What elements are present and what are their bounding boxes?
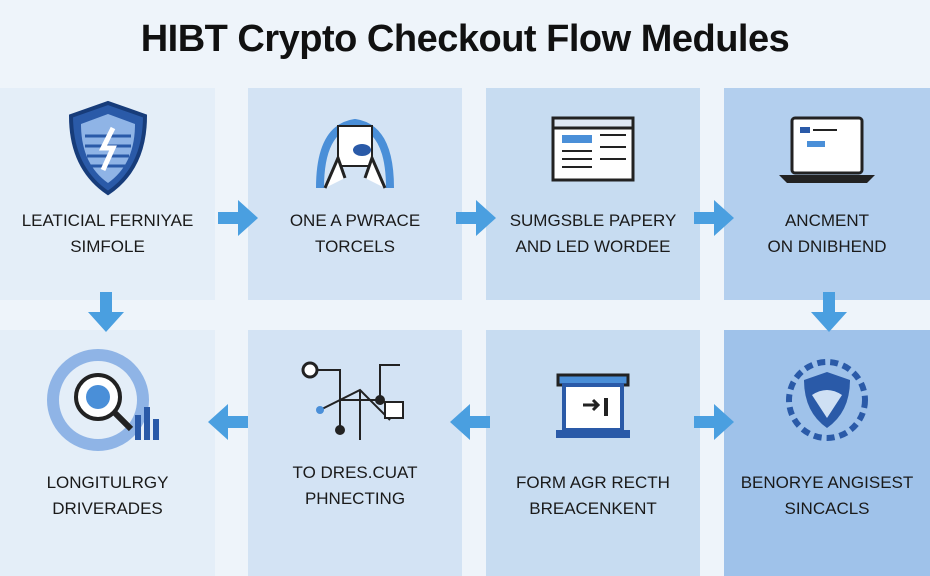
emblem-icon <box>772 330 882 470</box>
module-label-line2: AND LED WORDEE <box>515 237 671 256</box>
module-label-line1: LONGITULRGY <box>46 473 169 492</box>
module-card-4: ANCMENT ON DNIBHEND <box>724 88 930 300</box>
module-label-line2: DRIVERADES <box>52 499 163 518</box>
module-card-1: LEATICIAL FERNIYAE SIMFOLE <box>0 88 215 300</box>
magnifier-chart-icon <box>43 330 173 470</box>
browser-window-icon <box>538 88 648 208</box>
laptop-icon <box>767 88 887 208</box>
module-card-5: BENORYE ANGISEST SINCACLS <box>724 330 930 576</box>
module-label-line1: FORM AGR RECTH <box>516 473 670 492</box>
module-label-line2: BREACENKENT <box>529 499 657 518</box>
module-card-3: SUMGSBLE PAPERY AND LED WORDEE <box>486 88 700 300</box>
bank-icon <box>538 330 648 470</box>
arrow-down-icon <box>88 292 124 332</box>
arrow-right-icon <box>218 200 258 236</box>
arrow-left-icon <box>208 404 248 440</box>
module-label-line1: ANCMENT <box>784 211 870 230</box>
module-card-8: LONGITULRGY DRIVERADES <box>0 330 215 576</box>
module-label-line1: TO DRES.CUAT <box>292 463 418 482</box>
document-hands-icon <box>300 88 410 208</box>
module-label-line2: ON DNIBHEND <box>767 237 887 256</box>
shield-icon <box>63 88 153 208</box>
arrow-right-icon <box>694 200 734 236</box>
module-label-line1: LEATICIAL FERNIYAE <box>21 211 194 230</box>
module-label-line2: TORCELS <box>315 237 395 256</box>
network-flow-icon <box>290 330 420 460</box>
module-label-line2: SINCACLS <box>784 499 870 518</box>
arrow-down-icon <box>811 292 847 332</box>
page-title: HIBT Crypto Checkout Flow Medules <box>140 18 790 60</box>
module-label-line2: PHNECTING <box>304 489 406 508</box>
arrow-right-icon <box>694 404 734 440</box>
arrow-left-icon <box>450 404 490 440</box>
module-card-7: TO DRES.CUAT PHNECTING <box>248 330 462 576</box>
arrow-right-icon <box>456 200 496 236</box>
module-label-line1: BENORYE ANGISEST <box>740 473 914 492</box>
module-card-2: ONE A PWRACE TORCELS <box>248 88 462 300</box>
module-card-6: FORM AGR RECTH BREACENKENT <box>486 330 700 576</box>
module-label-line2: SIMFOLE <box>70 237 145 256</box>
module-label-line1: ONE A PWRACE <box>289 211 421 230</box>
module-label-line1: SUMGSBLE PAPERY <box>509 211 677 230</box>
